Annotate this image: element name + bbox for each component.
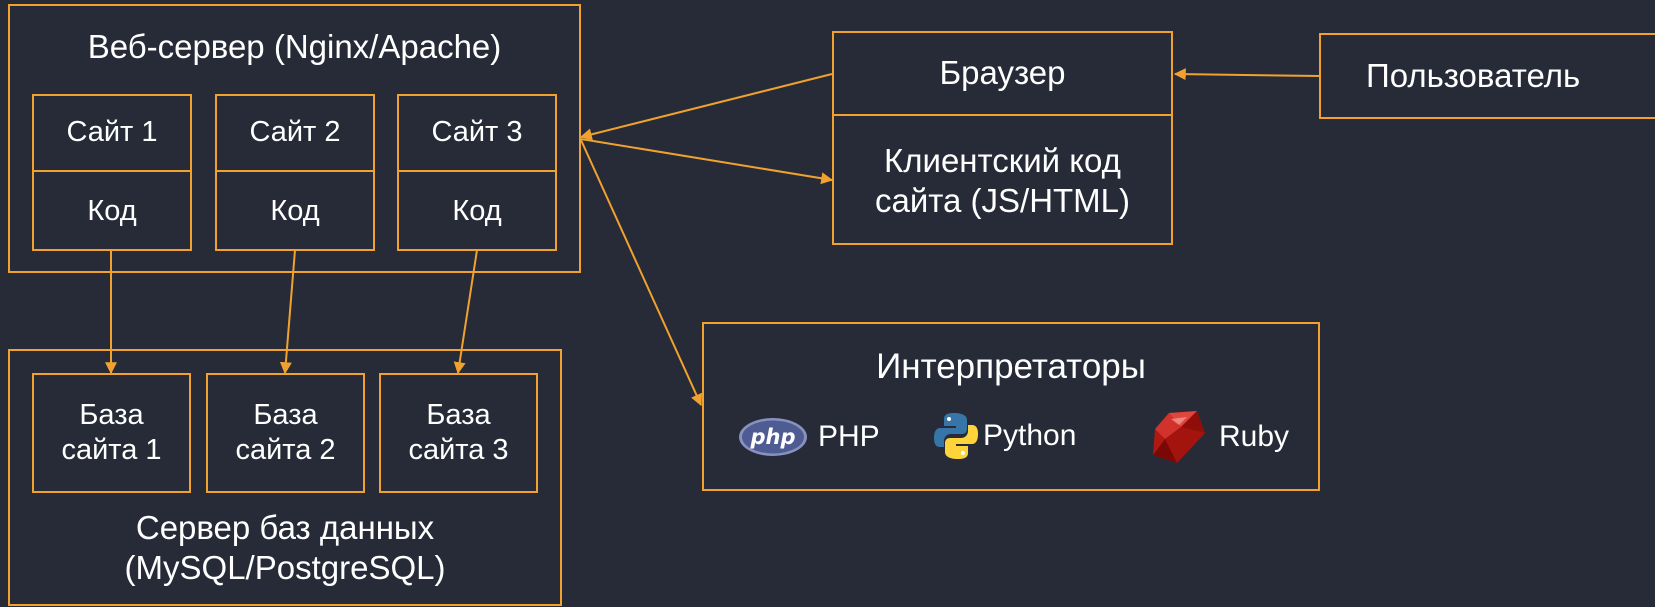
site-1-label: Сайт 1: [66, 116, 158, 149]
php-logo-text: php: [749, 425, 795, 449]
web-server-box: [8, 4, 581, 273]
python-logo-icon: [934, 411, 978, 461]
language-python: Python: [934, 408, 1076, 464]
arrow-webserver-to-client-code: [580, 138, 834, 185]
site-3-label: Сайт 3: [431, 116, 523, 149]
db-site-3-label: База сайта 3: [408, 399, 509, 466]
python-label: Python: [983, 419, 1077, 452]
user-box: [1319, 33, 1655, 119]
site-2-divider: [215, 170, 375, 172]
php-logo-icon: php: [738, 417, 808, 457]
arrow-code3-to-db3: [453, 249, 478, 375]
php-label: PHP: [818, 420, 880, 453]
interpreters-title: Интерпретаторы: [876, 347, 1146, 386]
site-1-code-label: Код: [87, 194, 137, 227]
interpreters-box: [702, 322, 1320, 491]
site-2-label: Сайт 2: [249, 116, 341, 149]
ruby-logo-icon: [1151, 409, 1207, 465]
browser-title: Браузер: [939, 54, 1066, 92]
browser-box: [832, 31, 1173, 245]
user-label: Пользователь: [1366, 57, 1581, 95]
site-3-box: [397, 94, 557, 251]
arrow-user-to-browser: [1173, 68, 1320, 81]
db-site-2-box: [206, 373, 365, 493]
db-site-2-label: База сайта 2: [235, 399, 336, 466]
ruby-label: Ruby: [1219, 420, 1290, 453]
arrow-browser-to-webserver: [579, 73, 833, 141]
site-2-box: [215, 94, 375, 251]
language-php: php PHP: [738, 412, 880, 462]
browser-divider: [832, 114, 1173, 116]
db-site-1-label: База сайта 1: [61, 399, 162, 466]
site-1-divider: [32, 170, 192, 172]
db-server-title: Сервер баз данных (MySQL/PostgreSQL): [124, 509, 446, 586]
client-code-label: Клиентский код сайта (JS/HTML): [874, 141, 1131, 219]
arrow-code2-to-db2: [279, 249, 296, 375]
db-server-box: [8, 349, 562, 606]
arrow-webserver-to-interpreters: [580, 139, 703, 407]
language-ruby: Ruby: [1151, 408, 1289, 466]
db-site-3-box: [379, 373, 538, 493]
db-site-1-box: [32, 373, 191, 493]
site-3-code-label: Код: [452, 194, 502, 227]
web-server-title: Веб-сервер (Nginx/Apache): [87, 28, 502, 66]
site-1-box: [32, 94, 192, 251]
site-2-code-label: Код: [270, 194, 320, 227]
site-3-divider: [397, 170, 557, 172]
